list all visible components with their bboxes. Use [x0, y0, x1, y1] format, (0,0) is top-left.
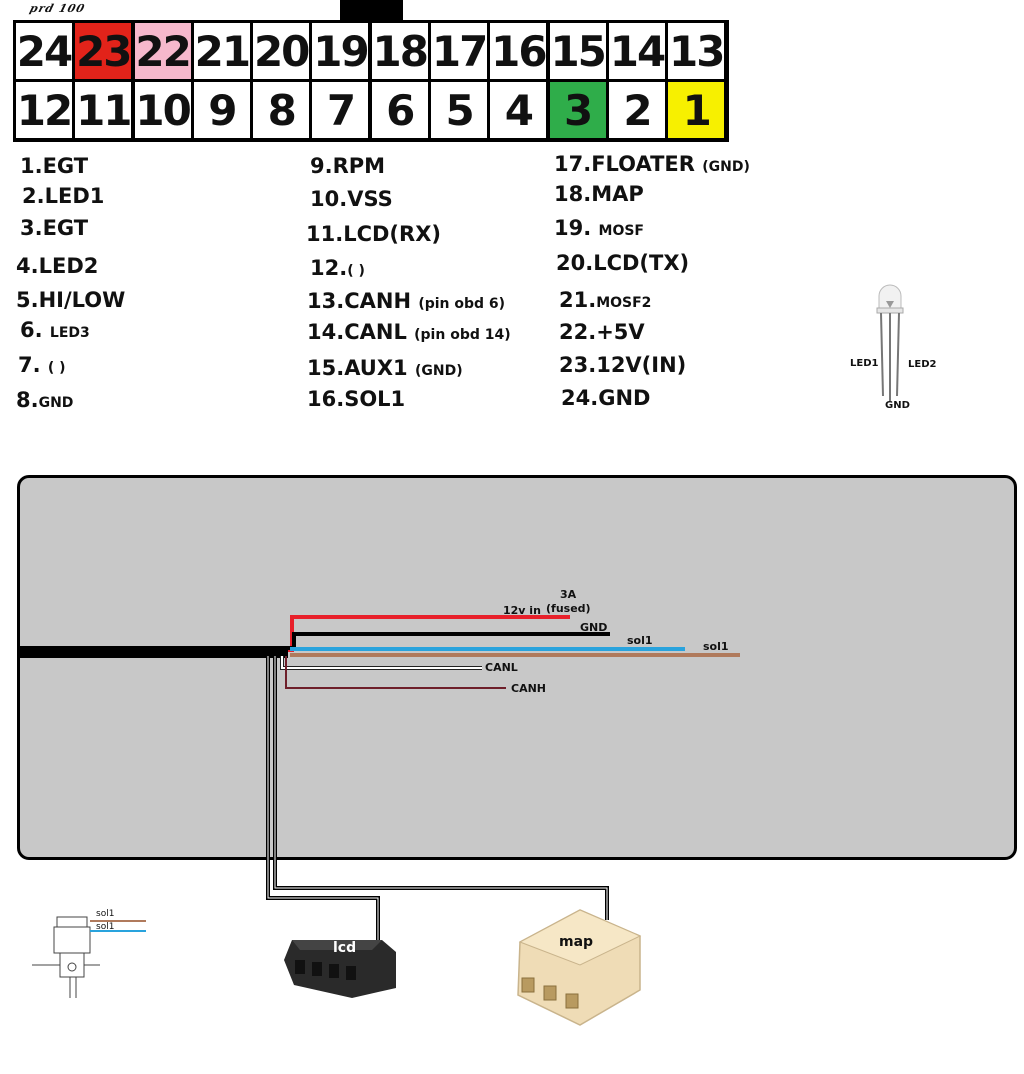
- led-icon: [876, 284, 904, 401]
- solenoid-sol1-label-a: sol1: [96, 909, 115, 919]
- pin-label-10: 10.VSS: [310, 187, 393, 211]
- pin-cell-19: 19: [312, 23, 370, 79]
- lcd-connector-icon: [284, 940, 396, 998]
- pin-label-15: 15.AUX1 (GND): [307, 356, 463, 380]
- pin-cell-6: 6: [371, 82, 428, 138]
- pin-cell-5: 5: [431, 82, 488, 138]
- pin-cell-22: 22: [134, 23, 192, 79]
- lcd-connector-label: lcd: [333, 940, 357, 956]
- pin-label-6: 6. LED3: [20, 318, 90, 342]
- map-connector-icon: [517, 909, 642, 1026]
- pin-cell-8: 8: [253, 82, 310, 138]
- pin-label-24: 24.GND: [561, 386, 651, 410]
- pin-cell-16: 16: [490, 23, 548, 79]
- wire-map-inner: [274, 656, 608, 920]
- pin-label-22: 22.+5V: [559, 320, 645, 344]
- pin-cell-17: 17: [431, 23, 488, 79]
- led2-label: LED2: [908, 359, 937, 370]
- wire-map-outer: [273, 656, 609, 920]
- pin-cell-7: 7: [312, 82, 369, 138]
- pin-label-19: 19. MOSF: [554, 216, 644, 240]
- pin-cell-14: 14: [608, 23, 666, 79]
- solenoid-sol1-label-b: sol1: [96, 922, 115, 932]
- pin-cell-24: 24: [16, 23, 73, 79]
- pin-label-11: 11.LCD(RX): [306, 222, 441, 246]
- canh-wire-label: CANH: [511, 682, 546, 695]
- wire-lcd-inner: [267, 656, 379, 945]
- gnd-wire-label: GND: [580, 621, 608, 634]
- pin-label-5: 5.HI/LOW: [16, 288, 126, 312]
- pin-label-14: 14.CANL (pin obd 14): [307, 320, 511, 344]
- pin-row-top: 24 23 22 21 20 19 18 17 16 15 14 13: [16, 23, 725, 79]
- pin-cell-21: 21: [193, 23, 251, 79]
- pin-cell-1: 1: [668, 82, 725, 138]
- wiring-panel: [17, 475, 1017, 860]
- pin-label-20: 20.LCD(TX): [556, 251, 690, 275]
- pin-cell-2: 2: [608, 82, 665, 138]
- wire-canh: [285, 656, 506, 689]
- pin-cell-4: 4: [490, 82, 547, 138]
- pin-cell-3: 3: [549, 82, 606, 138]
- pin-cell-18: 18: [371, 23, 429, 79]
- wire-canl: [281, 656, 482, 669]
- pin-cell-10: 10: [134, 82, 192, 138]
- pin-label-23: 23.12V(IN): [559, 353, 687, 377]
- pin-label-8: 8.GND: [16, 388, 74, 412]
- pin-label-7: 7. ( ): [18, 353, 66, 377]
- pin-label-13: 13.CANH (pin obd 6): [307, 289, 506, 313]
- pin-label-4: 4.LED2: [16, 254, 99, 278]
- sol1-wire-label-b: sol1: [703, 640, 729, 653]
- led-illustration: LED1 LED2 GND: [848, 276, 948, 416]
- pin-label-3: 3.EGT: [20, 216, 89, 240]
- fused-label: (fused): [546, 602, 591, 615]
- connector-face: 24 23 22 21 20 19 18 17 16 15 14 13 12 1…: [13, 20, 729, 142]
- pin-label-21: 21.MOSF2: [559, 288, 652, 312]
- sol1-wire-label-a: sol1: [627, 634, 653, 647]
- pin-cell-20: 20: [253, 23, 310, 79]
- pin-cell-11: 11: [75, 82, 133, 138]
- wire-gnd: [288, 632, 610, 650]
- led-gnd-label: GND: [885, 400, 910, 411]
- pin-cell-13: 13: [668, 23, 725, 79]
- pin-cell-9: 9: [193, 82, 250, 138]
- led1-label: LED1: [850, 358, 879, 369]
- pin-label-18: 18.MAP: [554, 182, 644, 206]
- wire-canl-outline: [280, 656, 482, 670]
- pin-row-bottom: 12 11 10 9 8 7 6 5 4 3 2 1: [16, 82, 725, 138]
- pin-label-9: 9.RPM: [310, 154, 386, 178]
- wire-lcd-outer: [266, 656, 380, 945]
- map-connector-label: map: [559, 934, 594, 950]
- pin-label-16: 16.SOL1: [307, 387, 406, 411]
- v12-label: 12v in: [503, 604, 541, 617]
- canl-wire-label: CANL: [485, 661, 518, 674]
- pin-label-1: 1.EGT: [20, 154, 89, 178]
- pin-label-2: 2.LED1: [22, 184, 105, 208]
- solenoid-icon: [32, 916, 100, 998]
- pin-cell-23: 23: [75, 23, 133, 79]
- pin-label-12: 12.( ): [310, 256, 365, 280]
- pin-cell-12: 12: [16, 82, 73, 138]
- pin-cell-15: 15: [549, 23, 607, 79]
- connector-notch: [340, 0, 403, 20]
- fuse-3a-label: 3A: [560, 588, 577, 601]
- pin-label-17: 17.FLOATER (GND): [554, 152, 750, 176]
